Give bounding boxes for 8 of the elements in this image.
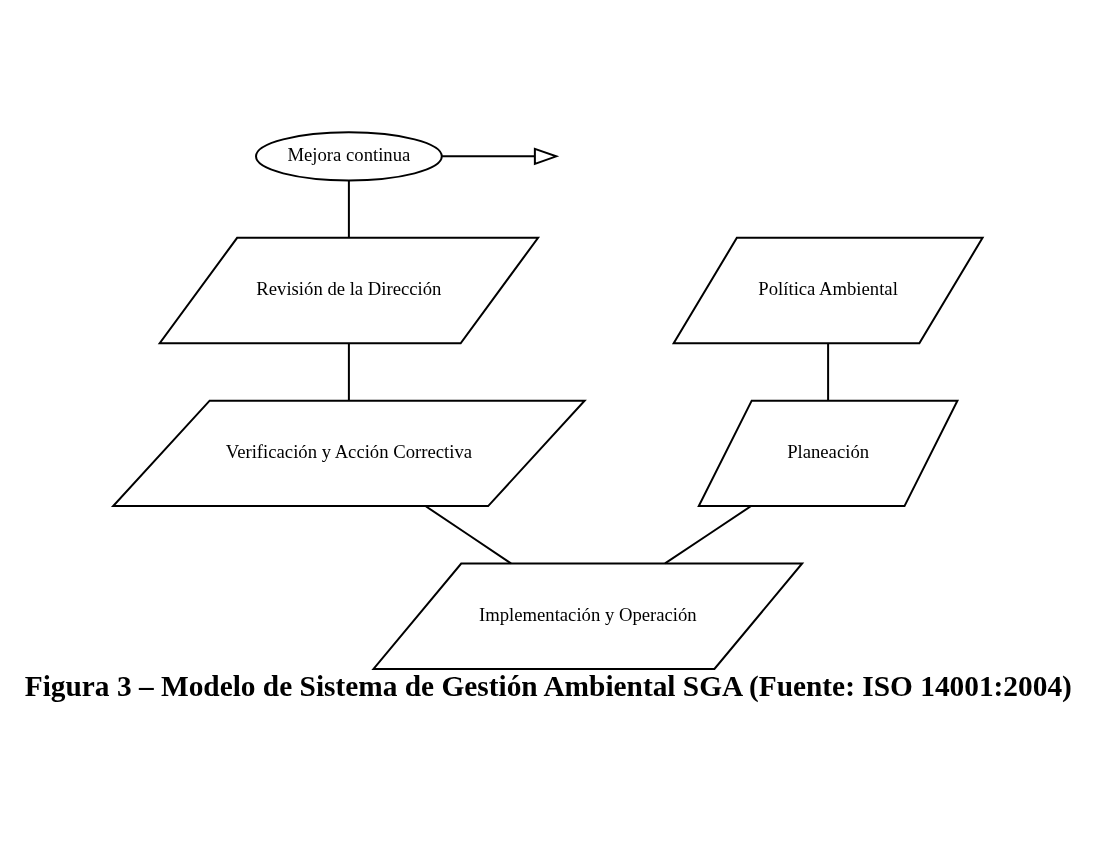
caption: Figura 3 – Modelo de Sistema de Gestión Ambiental SGA (Fuente: ISO 14001:2004) [24,669,1072,702]
connector [347,179,350,239]
connector [424,504,513,564]
connector [347,341,350,402]
connector [827,341,830,402]
connector [664,504,752,564]
arrow [441,147,560,165]
node-ellipse: Mejora continua [255,130,443,181]
